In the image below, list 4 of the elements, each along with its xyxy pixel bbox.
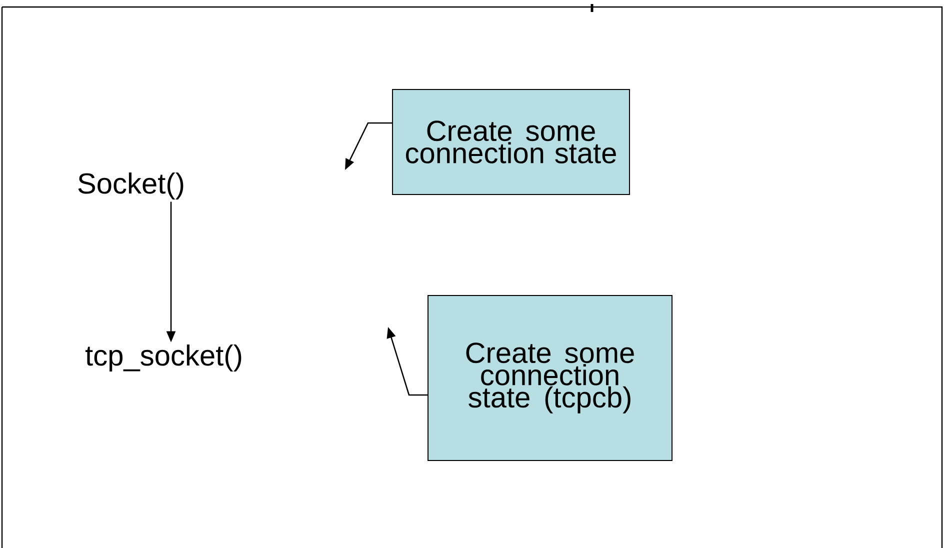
function-label: Socket() xyxy=(78,172,184,200)
text-box: Create some connection state (tcpcb) xyxy=(428,295,672,461)
text-box: Create some connection state xyxy=(392,89,630,195)
function-label: tcp_socket() xyxy=(85,344,242,372)
